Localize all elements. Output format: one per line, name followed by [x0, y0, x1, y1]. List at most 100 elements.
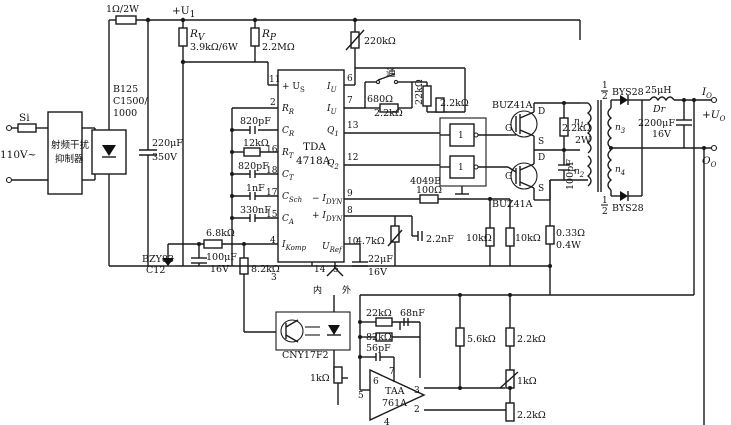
svg-text:D: D	[538, 153, 545, 163]
feedback-section: CNY17F2 1kΩ 22kΩ 68nF 82kΩ 56pF TAA 761A…	[243, 282, 694, 425]
svg-text:5: 5	[358, 391, 364, 401]
cap-2n2: 2.2nF	[426, 234, 454, 245]
diode-bottom-label: BYS28	[612, 203, 644, 214]
mosfet-bottom: D G S BUZ41A	[492, 153, 545, 210]
res-2k2-b: 2.2kΩ	[440, 98, 469, 109]
svg-text:11: 11	[269, 75, 280, 85]
out-cap-label-1: 2200μF	[638, 118, 675, 129]
svg-text:+ US: + US	[282, 82, 305, 94]
res-2k2-d: 2.2kΩ	[517, 410, 546, 421]
svg-text:S: S	[538, 137, 544, 147]
svg-text:1: 1	[458, 163, 464, 173]
svg-text:+UO: +UO	[702, 109, 726, 123]
ic-name-1: TDA	[303, 141, 326, 153]
supply-resistors: RV 3.9kΩ/6W RP 2.2MΩ	[178, 20, 295, 266]
res-10k-b: 10kΩ	[515, 233, 541, 244]
svg-text:G: G	[505, 172, 512, 182]
svg-text:RV: RV	[189, 28, 206, 43]
opto-label: CNY17F2	[282, 350, 329, 361]
svg-text:13: 13	[347, 121, 359, 131]
svg-text:S: S	[538, 184, 544, 194]
res-12k: 12kΩ	[243, 138, 269, 149]
out-cap-label-2: 16V	[652, 129, 671, 140]
svg-text:IU: IU	[326, 104, 338, 116]
svg-text:RR: RR	[281, 104, 295, 116]
snubber-cap: 100pF	[565, 159, 576, 190]
svg-text:2: 2	[602, 92, 608, 102]
svg-text:Q2: Q2	[327, 159, 339, 171]
gate-label: 4049B	[410, 176, 441, 187]
ac-input-section: Si 110V~ 射频干扰 抑制器	[0, 111, 95, 195]
opamp-label-1: TAA	[385, 386, 405, 397]
svg-text:− IDYN: − IDYN	[312, 194, 343, 206]
switch-outer: 外	[342, 284, 351, 296]
top-rail: 1Ω/2W +U1	[106, 4, 580, 25]
mosfet-top: D G S BUZ41A	[492, 100, 545, 147]
svg-text:12: 12	[347, 153, 358, 163]
rp-value: 2.2MΩ	[262, 42, 295, 53]
svg-text:2: 2	[414, 405, 420, 415]
svg-text:n1: n1	[574, 117, 584, 129]
svg-text:6: 6	[373, 377, 379, 387]
ground-rail: 内 外	[198, 262, 550, 296]
rfi-filter-label-2: 抑制器	[55, 153, 84, 165]
opamp-label-2: 761A	[382, 398, 407, 409]
gate-driver-4049b: 1 1	[439, 117, 508, 195]
res-82k: 82kΩ	[366, 332, 392, 343]
pot-1k: 1kΩ	[517, 376, 537, 387]
svg-text:3: 3	[271, 273, 277, 283]
cap-820pf-a: 820pF	[240, 116, 271, 127]
cap-1nf: 1nF	[246, 183, 265, 194]
res-8k2: 8.2kΩ	[251, 264, 280, 275]
svg-text:9: 9	[347, 189, 353, 199]
pot-220k: 220kΩ	[364, 36, 396, 47]
svg-text:1: 1	[602, 196, 608, 206]
bulk-cap-label-1: 220μF	[152, 138, 183, 149]
opamp-taa761a	[369, 368, 426, 422]
cap-100uf-1: 100μF	[206, 252, 237, 263]
cap-68nf: 68nF	[400, 308, 425, 319]
shunt-label-2: 0.4W	[556, 240, 581, 251]
svg-text:1: 1	[458, 131, 464, 141]
svg-text:3: 3	[414, 386, 420, 396]
svg-text:5: 5	[333, 265, 339, 275]
svg-text:2: 2	[602, 207, 608, 217]
svg-text:18: 18	[266, 166, 278, 176]
cap-56pf: 56pF	[366, 343, 391, 354]
svg-text:CA: CA	[282, 214, 294, 226]
svg-text:URef: URef	[322, 242, 343, 254]
bridge-label-2: C1500/	[113, 96, 148, 107]
svg-text:10: 10	[347, 237, 359, 247]
svg-text:7: 7	[347, 96, 353, 106]
output-section: 1 2 BYS28 1 2 BYS28 25μH Dr 2200μF 16V I…	[601, 81, 726, 425]
mosfet-bottom-label: BUZ41A	[492, 199, 533, 210]
rfi-filter-label-1: 射频干扰	[51, 139, 90, 151]
mosfet-top-label: BUZ41A	[492, 100, 533, 111]
svg-text:16: 16	[266, 145, 278, 155]
cap-22uf-1: 22μF	[368, 254, 393, 265]
svg-text:CR: CR	[282, 126, 295, 138]
input-resistor	[115, 15, 137, 25]
res-680: 680Ω	[367, 94, 393, 105]
svg-text:4: 4	[384, 418, 390, 425]
svg-text:+ IDYN: + IDYN	[312, 211, 343, 223]
svg-text:CT: CT	[282, 170, 295, 182]
svg-text:n2: n2	[574, 167, 585, 179]
timing-components: 820pF 12kΩ 820pF 1nF 330nF	[230, 107, 278, 266]
bridge-label-3: 1000	[113, 108, 137, 119]
svg-text:14: 14	[314, 265, 326, 275]
svg-text:IKomp: IKomp	[281, 240, 306, 252]
svg-text:CSch: CSch	[282, 192, 302, 204]
svg-text:8: 8	[347, 206, 353, 216]
res-6k8: 6.8kΩ	[206, 228, 235, 239]
svg-text:G: G	[505, 124, 512, 134]
switch-inner: 内	[313, 284, 322, 296]
bulk-capacitor: 220μF 350V	[139, 20, 183, 266]
compensation-network: 6.8kΩ BZY83 C12 100μF 16V 8.2kΩ	[109, 228, 280, 282]
svg-text:n3: n3	[615, 123, 626, 135]
svg-text:OO: OO	[702, 155, 717, 169]
svg-text:D: D	[538, 107, 545, 117]
rv-value: 3.9kΩ/6W	[190, 42, 238, 53]
cap-330nf: 330nF	[240, 205, 271, 216]
